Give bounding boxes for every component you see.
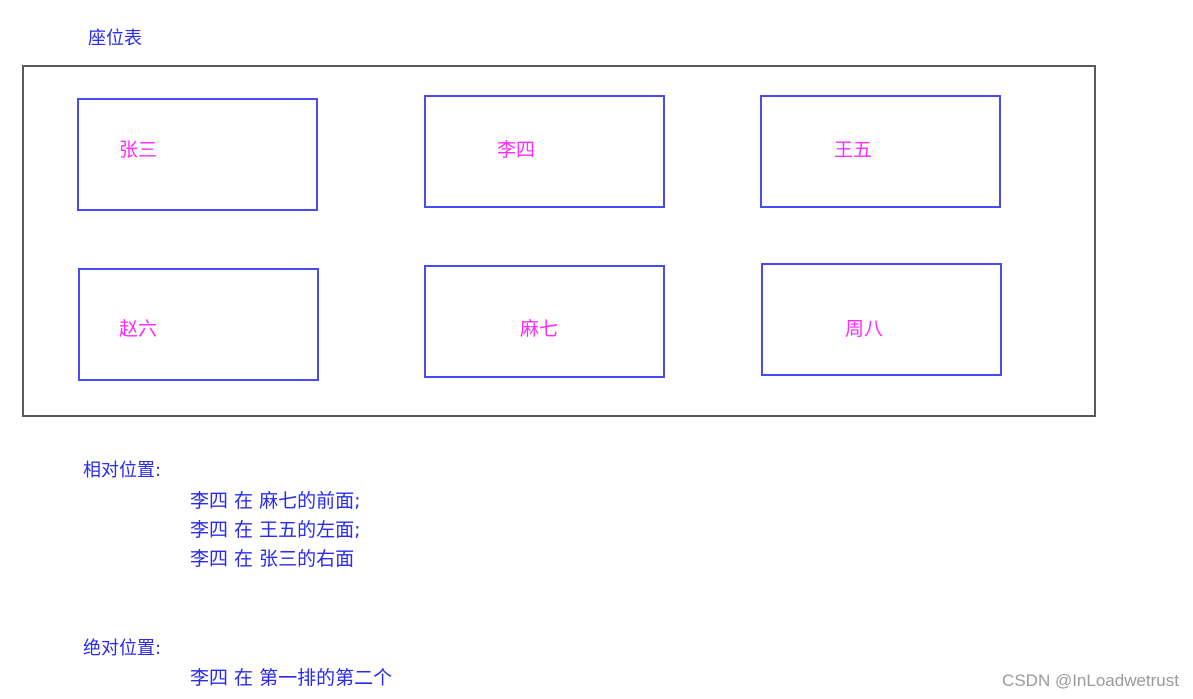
absolute-line-1: 李四 在 第一排的第二个 <box>190 667 393 689</box>
seat-label-row2-col2: 麻七 <box>520 318 559 340</box>
seat-box-row2-col2 <box>424 265 665 378</box>
relative-position-label: 相对位置: <box>83 460 162 481</box>
seat-label-row1-col3: 王五 <box>834 139 873 161</box>
seat-box-row1-col2 <box>424 95 665 208</box>
seat-label-row2-col3: 周八 <box>845 318 884 340</box>
watermark: CSDN @InLoadwetrust <box>1002 671 1179 690</box>
relative-line-3: 李四 在 张三的右面 <box>190 548 355 570</box>
seat-box-row2-col1 <box>78 268 319 381</box>
seat-box-row1-col3 <box>760 95 1001 208</box>
seat-label-row1-col2: 李四 <box>497 139 536 161</box>
seat-box-row2-col3 <box>761 263 1002 376</box>
diagram-title: 座位表 <box>88 28 142 49</box>
absolute-position-label: 绝对位置: <box>83 638 162 659</box>
seat-box-row1-col1 <box>77 98 318 211</box>
relative-line-1: 李四 在 麻七的前面; <box>190 490 361 512</box>
seat-label-row1-col1: 张三 <box>119 139 158 161</box>
classroom-frame <box>22 65 1096 417</box>
seat-label-row2-col1: 赵六 <box>119 318 158 340</box>
relative-line-2: 李四 在 王五的左面; <box>190 519 361 541</box>
